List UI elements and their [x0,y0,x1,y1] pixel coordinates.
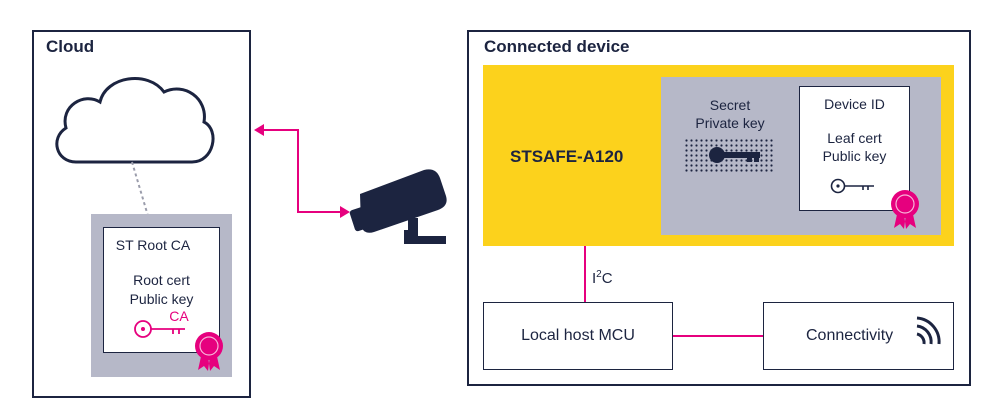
mcu-connectivity-link [673,335,764,337]
root-ca-card [103,227,220,353]
private-key-label: Private key [695,115,765,131]
root-public-key-label: Public key [129,291,194,307]
wireless-signal-icon [916,316,941,345]
camera-icon [349,169,447,244]
connectivity-box: Connectivity [763,302,954,370]
i2c-bus-line [584,246,586,303]
connected-device-title: Connected device [484,37,630,56]
key-icon [830,178,874,194]
local-host-mcu-box: Local host MCU [483,302,673,370]
ribbon-badge-icon [891,190,919,229]
key-icon [134,320,185,338]
root-ca-title: ST Root CA [115,237,191,253]
i2c-label-sup: 2 [596,269,602,280]
cloud-camera-link [254,124,350,218]
ca-tag: CA [169,308,189,324]
cloud-panel-title: Cloud [46,37,95,56]
stsafe-chip-label: STSAFE-A120 [510,147,624,166]
leaf-cert-label: Leaf cert [827,130,882,146]
secret-label: Secret [709,97,751,113]
i2c-label-prefix: I [592,270,597,287]
cloud-link-dashed [131,161,149,217]
device-id-card [799,86,910,211]
i2c-label: I2C [592,269,613,287]
root-cert-label: Root cert [133,272,190,288]
ribbon-badge-icon [195,332,223,371]
connectivity-label: Connectivity [806,327,894,344]
key-icon [709,147,760,163]
cloud-icon [55,77,215,164]
i2c-label-suffix: C [601,270,613,287]
device-id-title: Device ID [824,96,885,112]
leaf-public-key-label: Public key [822,148,887,164]
